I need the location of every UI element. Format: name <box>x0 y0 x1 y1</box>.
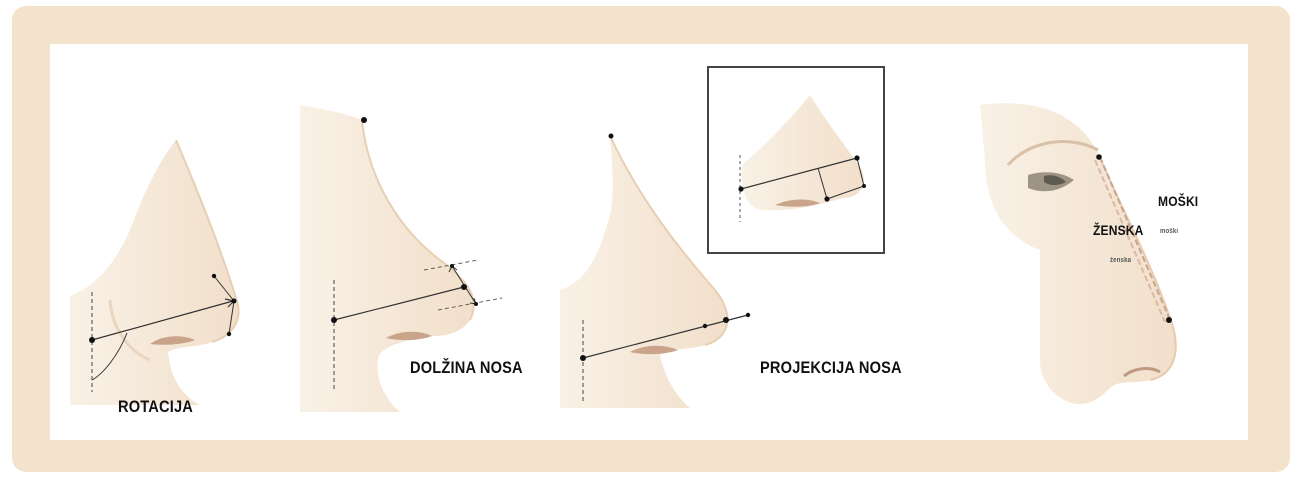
rotation-label: ROTACIJA <box>118 397 193 417</box>
female-label: ŽENSKA <box>1093 222 1144 238</box>
female-small-label: ženska <box>1110 257 1131 264</box>
length-label: DOLŽINA NOSA <box>410 358 523 378</box>
projection-profile <box>560 136 727 408</box>
projection-label: PROJEKCIJA NOSA <box>760 358 902 378</box>
male-small-label: moški <box>1160 228 1178 235</box>
rotation-profile <box>70 140 239 405</box>
male-label: MOŠKI <box>1158 193 1198 209</box>
face-profile <box>980 103 1176 404</box>
